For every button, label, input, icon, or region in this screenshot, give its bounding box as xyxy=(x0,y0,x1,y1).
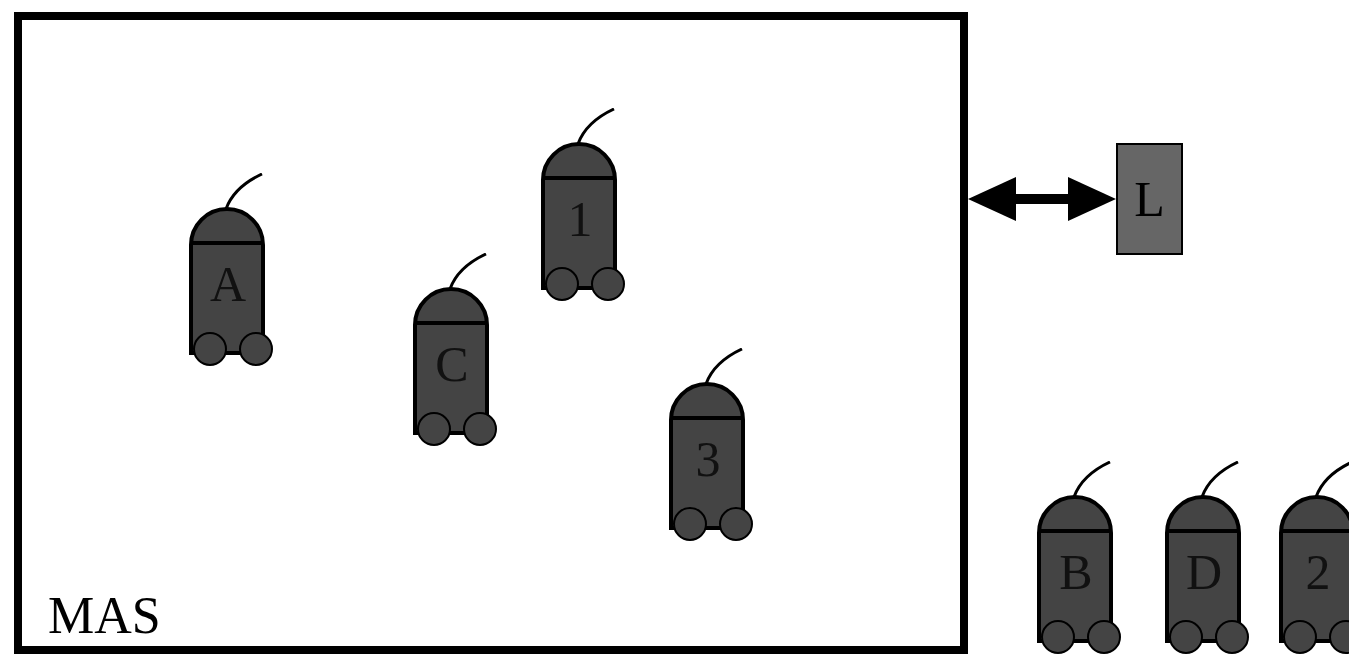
robot-divider xyxy=(543,176,615,180)
robot-agent: B xyxy=(1036,461,1126,654)
robot-label: B xyxy=(1038,547,1114,597)
robot-label: 3 xyxy=(670,434,746,484)
robot-agent: C xyxy=(412,253,502,453)
robot-antenna xyxy=(578,109,614,144)
robot-agent: 3 xyxy=(668,348,758,548)
double-arrow xyxy=(968,177,1116,221)
robot-wheel xyxy=(1284,621,1316,653)
robot-wheel xyxy=(720,508,752,540)
robot-wheel xyxy=(592,268,624,300)
robot-divider xyxy=(671,416,743,420)
system-label: MAS xyxy=(48,590,161,642)
robot-divider xyxy=(1281,529,1349,533)
robot-agent: 2 xyxy=(1278,461,1349,654)
box-label: L xyxy=(1134,174,1165,224)
robot-antenna xyxy=(706,349,742,384)
robot-wheel xyxy=(1170,621,1202,653)
robot-antenna xyxy=(1074,462,1110,497)
robot-agent: 1 xyxy=(540,108,630,308)
robot-divider xyxy=(415,321,487,325)
robot-wheel xyxy=(1216,621,1248,653)
robot-wheel xyxy=(464,413,496,445)
system-boundary: MAS A C 1 3 xyxy=(14,12,968,654)
robot-antenna xyxy=(450,254,486,289)
robot-label: 1 xyxy=(542,194,618,244)
robot-antenna xyxy=(226,174,262,209)
robot-wheel xyxy=(546,268,578,300)
robot-wheel xyxy=(674,508,706,540)
robot-label: D xyxy=(1166,547,1242,597)
robot-divider xyxy=(1039,529,1111,533)
robot-agent: A xyxy=(188,173,278,373)
robot-label: A xyxy=(190,259,266,309)
robot-wheel xyxy=(1088,621,1120,653)
robot-wheel xyxy=(1330,621,1349,653)
robot-antenna xyxy=(1202,462,1238,497)
robot-label: C xyxy=(414,339,490,389)
robot-wheel xyxy=(240,333,272,365)
robot-agent: D xyxy=(1164,461,1254,654)
robot-wheel xyxy=(418,413,450,445)
robot-label: 2 xyxy=(1280,547,1349,597)
robot-wheel xyxy=(194,333,226,365)
external-box: L xyxy=(1116,143,1183,255)
robot-divider xyxy=(1167,529,1239,533)
robot-divider xyxy=(191,241,263,245)
robot-wheel xyxy=(1042,621,1074,653)
robot-antenna xyxy=(1316,462,1349,497)
